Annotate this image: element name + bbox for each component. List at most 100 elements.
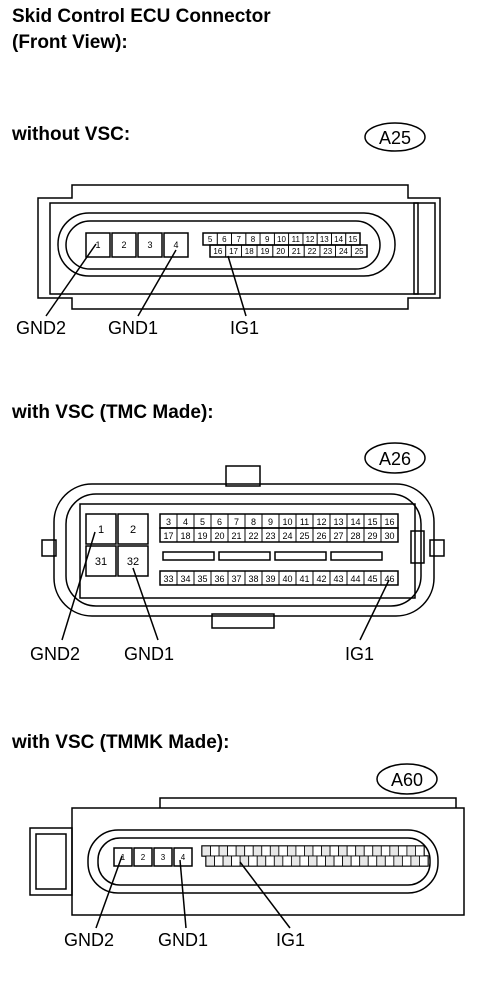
title-line-2: (Front View):: [12, 32, 128, 53]
pin-a60-signal-cell: [235, 845, 246, 857]
pin-a26-14: 14: [350, 517, 360, 527]
pin-a26-2: 2: [130, 524, 136, 536]
connector-id-a25: A25: [379, 128, 411, 148]
pin-a26-8: 8: [251, 517, 256, 527]
connector-id-a60: A60: [391, 770, 423, 790]
connector-a25-outer-housing: [37, 184, 441, 310]
pin-a25-6: 6: [222, 235, 227, 244]
connector-a26: A26 1 2 31 32: [30, 442, 445, 664]
connector-id-oval-a25: [364, 122, 426, 152]
pin-a25-18: 18: [245, 247, 254, 256]
terminal-a26-ig1: IG1: [345, 644, 374, 664]
pin-a60-signal-cell: [210, 845, 220, 857]
pin-a25-4: 4: [173, 240, 178, 250]
pin-a26-30: 30: [384, 531, 394, 541]
pin-a25-22: 22: [308, 247, 317, 256]
pin-a26-43: 43: [333, 574, 343, 584]
pin-a26-4: 4: [183, 517, 188, 527]
connector-a26-key: [410, 530, 425, 564]
pin-a60-signal-cell: [415, 845, 425, 857]
pin-a60-signal-cell: [231, 855, 241, 867]
pin-a26-12: 12: [316, 517, 326, 527]
pin-a26-46: 46: [384, 574, 394, 584]
pin-a25-5: 5: [208, 235, 213, 244]
pin-a60-signal-cell: [329, 845, 340, 857]
terminal-a25-ig1: IG1: [230, 318, 259, 338]
pin-a60-signal-cell: [342, 855, 352, 867]
pin-a60-signal-cell: [205, 855, 215, 867]
pin-a25-23: 23: [323, 247, 332, 256]
leader-a60-gnd1: [179, 859, 187, 929]
pin-a26-42: 42: [316, 574, 326, 584]
pin-a25-16: 16: [213, 247, 222, 256]
pin-a26-26: 26: [316, 531, 326, 541]
terminal-a26-gnd2: GND2: [30, 644, 80, 664]
pin-a26-3: 3: [166, 517, 171, 527]
pin-a60-signal-cell: [372, 845, 382, 857]
terminal-a25-gnd2: GND2: [16, 318, 66, 338]
pin-a25-3: 3: [147, 240, 152, 250]
pin-a26-35: 35: [197, 574, 207, 584]
pin-a26-18: 18: [180, 531, 190, 541]
pin-a60-signal-cell: [346, 845, 357, 857]
pin-a26-38: 38: [248, 574, 258, 584]
pin-a60-signal-cell: [261, 845, 271, 857]
pin-a26-15: 15: [367, 517, 377, 527]
pin-a60-signal-cell: [218, 845, 229, 857]
pin-a60-3: 3: [161, 853, 166, 862]
pin-a26-25: 25: [299, 531, 309, 541]
pin-a60-4: 4: [181, 853, 186, 862]
pin-a26-17: 17: [163, 531, 173, 541]
pin-a25-2: 2: [121, 240, 126, 250]
pin-a60-signal-cell: [380, 845, 391, 857]
pin-a26-29: 29: [367, 531, 377, 541]
connector-a60-top-ridge: [159, 797, 457, 808]
pin-a26-41: 41: [299, 574, 309, 584]
pin-a60-signal-cell: [338, 845, 348, 857]
pin-a26-31: 31: [95, 556, 107, 568]
connector-a26-top-latch: [225, 465, 261, 487]
pin-a26-5: 5: [200, 517, 205, 527]
pin-a26-22: 22: [248, 531, 258, 541]
section-label-vsc-tmmk: with VSC (TMMK Made):: [12, 732, 230, 753]
section-label-without-vsc: without VSC:: [12, 124, 131, 145]
pin-a25-cell-25: [350, 244, 368, 258]
leader-a60-ig1: [239, 861, 291, 929]
pin-a25-7: 7: [236, 235, 241, 244]
pin-a60-signal-cell: [401, 855, 412, 867]
pin-a60-signal-cell: [333, 855, 344, 867]
pin-a26-19: 19: [197, 531, 207, 541]
connector-a26-face: [79, 503, 416, 599]
connector-a60-signal-cells: [201, 845, 429, 867]
pin-a60-signal-cell: [350, 855, 361, 867]
connector-a25-pin-block: [85, 232, 189, 258]
pin-a60-signal-cell: [227, 845, 237, 857]
terminal-a60-gnd1: GND1: [158, 930, 208, 950]
pin-a60-signal-cell: [252, 845, 263, 857]
pin-a25-14: 14: [334, 235, 343, 244]
terminal-a60-gnd2: GND2: [64, 930, 114, 950]
pin-a25-15: 15: [348, 235, 357, 244]
pin-a60-signal-cell: [406, 845, 416, 857]
connector-id-a26: A26: [379, 449, 411, 469]
connector-a26-left-tab: [41, 539, 57, 557]
pin-a26-33: 33: [163, 574, 173, 584]
pin-a60-signal-cell: [389, 845, 399, 857]
pin-a60-signal-cell: [299, 855, 309, 867]
pin-a26-21: 21: [231, 531, 241, 541]
pin-a26-27: 27: [333, 531, 343, 541]
pin-a26-39: 39: [265, 574, 275, 584]
pin-a26-37: 37: [231, 574, 241, 584]
connector-a60-shell-inner: [97, 837, 431, 886]
leader-a25-gnd2: [45, 243, 97, 317]
section-label-vsc-tmc: with VSC (TMC Made):: [12, 402, 214, 423]
pin-a60-signal-cell: [397, 845, 408, 857]
pin-a60-signal-cell: [201, 845, 211, 857]
pin-a26-1: 1: [98, 524, 104, 536]
pin-a60-signal-cell: [286, 845, 297, 857]
pin-a60-signal-cell: [410, 855, 420, 867]
pin-a60-signal-cell: [248, 855, 258, 867]
connector-a26-right-tab: [429, 539, 445, 557]
